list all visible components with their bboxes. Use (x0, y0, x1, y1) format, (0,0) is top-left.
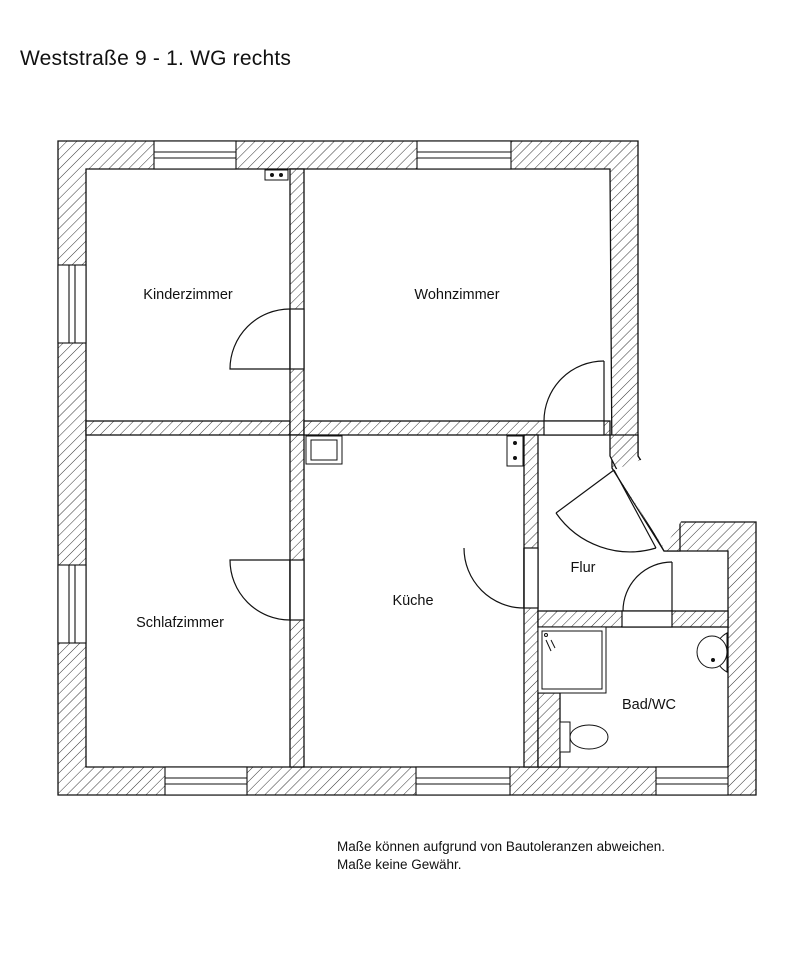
shower (537, 626, 607, 694)
door-kinderzimmer (229, 308, 291, 370)
window-wohn-top (416, 140, 512, 170)
door-kueche (463, 547, 525, 609)
stove-kueche (506, 435, 524, 467)
door-wohnzimmer (543, 360, 605, 422)
room-label-kueche: Küche (392, 593, 433, 609)
room-label-flur: Flur (571, 560, 596, 576)
wall-bad-lower (537, 692, 561, 768)
disclaimer-line-2: Maße keine Gewähr. (337, 857, 462, 872)
wall-wohn-kueche (303, 420, 611, 436)
door-schlafzimmer (229, 559, 291, 621)
washbasin (696, 632, 728, 673)
door-bad (622, 561, 673, 612)
disclaimer: Maße können aufgrund von Bautoleranzen a… (337, 838, 665, 874)
window-bad-bottom (655, 766, 729, 796)
room-label-kinderzimmer: Kinderzimmer (143, 287, 233, 303)
fixtures (264, 169, 728, 753)
window-schlaf-left (57, 564, 87, 644)
window-kinder-top (153, 140, 237, 170)
toilet (559, 721, 609, 753)
room-label-wohnzimmer: Wohnzimmer (414, 287, 499, 303)
plan-title: Weststraße 9 - 1. WG rechts (20, 47, 292, 70)
window-kueche-bottom (415, 766, 511, 796)
socket-kinderzimmer (264, 169, 289, 181)
door-entrance (555, 469, 657, 553)
window-kinder-left (57, 264, 87, 344)
windows (57, 140, 729, 796)
wall-kinder-schlaf (85, 420, 291, 436)
disclaimer-line-1: Maße können aufgrund von Bautoleranzen a… (337, 839, 665, 854)
room-label-schlafzimmer: Schlafzimmer (136, 615, 224, 631)
wall-kinder-wohn (289, 168, 305, 436)
doors (229, 308, 682, 628)
room-label-bad: Bad/WC (622, 697, 676, 713)
sink-kueche (305, 435, 343, 465)
window-schlaf-bottom (164, 766, 248, 796)
room-labels: Kinderzimmer Wohnzimmer Schlafzimmer Küc… (136, 287, 676, 713)
